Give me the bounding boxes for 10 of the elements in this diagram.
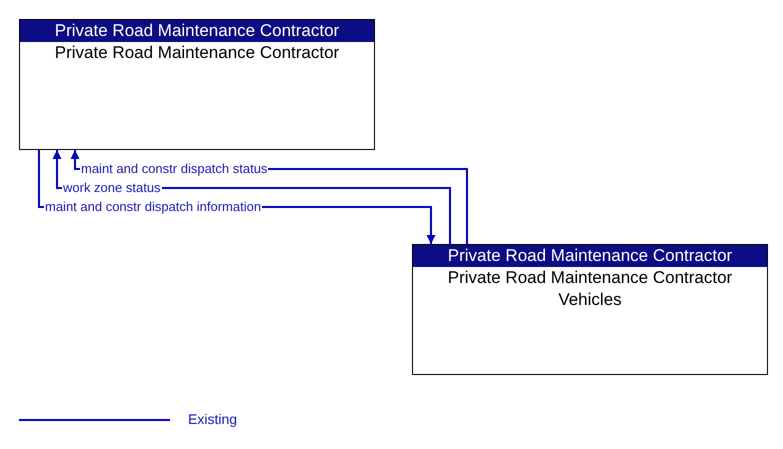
box-title: Private Road Maintenance Contractor Vehicles (446, 267, 734, 311)
system-box (412, 244, 768, 375)
edge-label: work zone status (62, 180, 162, 195)
system-box (19, 19, 375, 150)
box-header: Private Road Maintenance Contractor (413, 245, 767, 267)
box-title: Private Road Maintenance Contractor (54, 42, 340, 64)
edge-label: maint and constr dispatch information (44, 199, 262, 214)
edge-label: maint and constr dispatch status (80, 161, 268, 176)
legend-label: Existing (188, 411, 238, 427)
box-header: Private Road Maintenance Contractor (20, 20, 374, 42)
